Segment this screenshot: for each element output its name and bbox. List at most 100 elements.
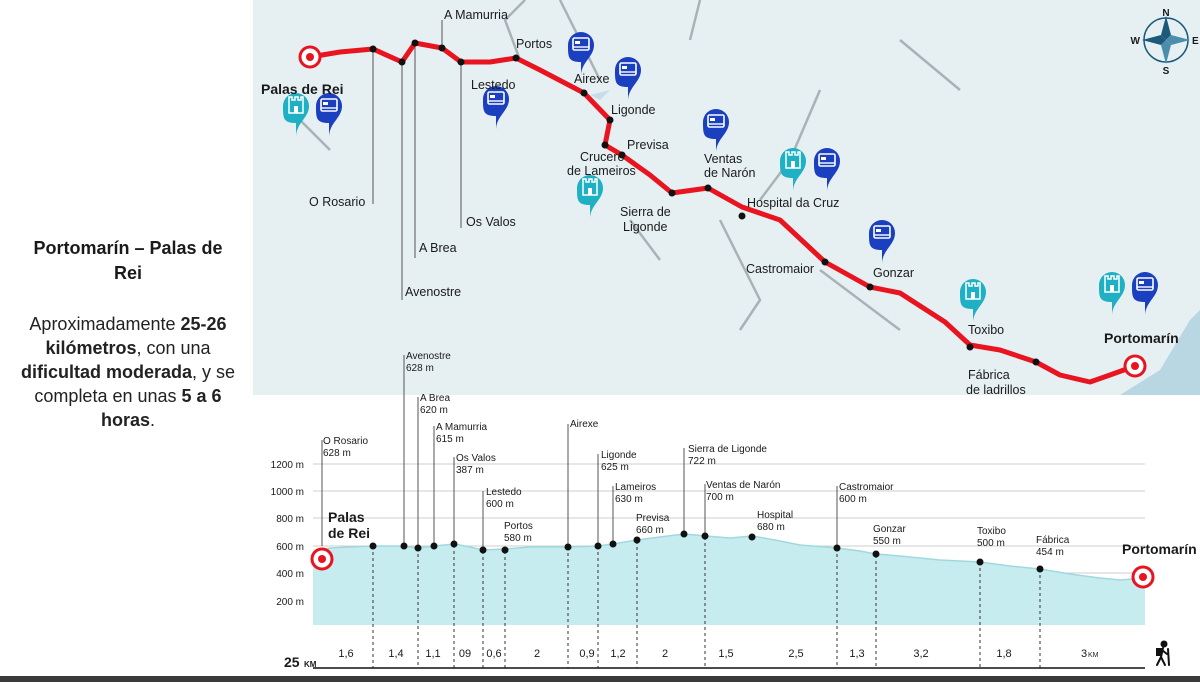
map-place-label: Ligonde bbox=[611, 103, 656, 117]
stage-description: Aproximadamente 25-26 kilómetros, con un… bbox=[20, 312, 236, 432]
profile-stop-dots bbox=[369, 530, 1044, 573]
profile-place-name: Lameiros bbox=[615, 482, 656, 493]
y-tick-label: 200 m bbox=[276, 597, 304, 608]
profile-place-elevation: 680 m bbox=[757, 522, 785, 533]
profile-leader-lines bbox=[321, 355, 838, 550]
profile-place-elevation: 630 m bbox=[615, 494, 643, 505]
map-place-label: Gonzar bbox=[873, 266, 914, 280]
profile-start-marker-icon bbox=[310, 547, 334, 571]
profile-place-elevation: 722 m bbox=[688, 456, 716, 467]
profile-place-elevation: 620 m bbox=[420, 405, 448, 416]
y-tick-label: 1000 m bbox=[271, 487, 304, 498]
map-place-label: Toxibo bbox=[968, 323, 1004, 337]
profile-place-name: Airexe bbox=[570, 419, 599, 430]
map-stop-dots bbox=[369, 39, 1040, 366]
desc-text-3: , y se completa en unas bbox=[34, 362, 236, 406]
compass-icon: N S E W bbox=[1131, 8, 1199, 77]
map-place-label: Sierra de bbox=[620, 205, 671, 219]
profile-end-marker-icon bbox=[1131, 565, 1155, 589]
compass-s: S bbox=[1163, 66, 1170, 77]
map-end-label: Portomarín bbox=[1104, 330, 1179, 346]
profile-start-label-2: de Rei bbox=[328, 525, 370, 541]
pond bbox=[590, 90, 610, 100]
route-line bbox=[307, 40, 1138, 385]
map-place-label: Crucero bbox=[580, 150, 625, 164]
desc-distance: 25-26 kilómetros bbox=[45, 314, 227, 358]
map-place-label: Castromaior bbox=[746, 262, 814, 276]
compass-e: E bbox=[1192, 36, 1199, 47]
desc-duration: 5 a 6 horas bbox=[100, 386, 222, 430]
y-tick-label: 800 m bbox=[276, 514, 304, 525]
end-marker-icon bbox=[1123, 354, 1147, 378]
distance-segment-label: 3,2 bbox=[913, 648, 928, 660]
map-start-label: Palas de Rei bbox=[261, 81, 344, 97]
map-place-label: Fábrica bbox=[968, 368, 1010, 382]
distance-segment-label: 1,2 bbox=[610, 648, 625, 660]
map-place-label: Avenostre bbox=[405, 285, 461, 299]
distance-segment-label: 09 bbox=[459, 648, 471, 660]
profile-place-elevation: 580 m bbox=[504, 533, 532, 544]
map-place-label: O Rosario bbox=[309, 195, 365, 209]
stage-info-panel: Portomarín – Palas de Rei Aproximadament… bbox=[0, 0, 253, 682]
distance-segment-label: 2 bbox=[534, 648, 540, 660]
map-place-label: Ventas bbox=[704, 152, 742, 166]
profile-place-elevation: 600 m bbox=[839, 494, 867, 505]
profile-place-elevation: 550 m bbox=[873, 536, 901, 547]
map-place-label: Lestedo bbox=[471, 78, 516, 92]
distance-unit: KM bbox=[304, 660, 317, 669]
y-tick-label: 1200 m bbox=[271, 460, 304, 471]
profile-place-elevation: 628 m bbox=[406, 363, 434, 374]
desc-text-2: , con una bbox=[136, 338, 211, 358]
profile-place-name: Portos bbox=[504, 521, 533, 532]
map-place-label: Previsa bbox=[627, 138, 669, 152]
distance-segment-label: 2 bbox=[662, 648, 668, 660]
profile-place-elevation: 600 m bbox=[486, 499, 514, 510]
profile-place-elevation: 387 m bbox=[456, 465, 484, 476]
map-place-label: de ladrillos bbox=[966, 383, 1026, 397]
hiker-icon bbox=[1156, 640, 1170, 666]
compass-n: N bbox=[1162, 8, 1169, 19]
start-marker-icon bbox=[298, 45, 322, 69]
profile-place-name: Sierra de Ligonde bbox=[688, 444, 767, 455]
profile-place-elevation: 628 m bbox=[323, 448, 351, 459]
profile-place-name: A Brea bbox=[420, 393, 450, 404]
profile-place-elevation: 454 m bbox=[1036, 547, 1064, 558]
profile-end-label: Portomarín bbox=[1122, 541, 1197, 557]
profile-place-name: Fábrica bbox=[1036, 535, 1070, 546]
map-place-label: Portos bbox=[516, 37, 552, 51]
distance-segment-label: 0,9 bbox=[579, 648, 594, 660]
profile-place-elevation: 700 m bbox=[706, 492, 734, 503]
stage-title: Portomarín – Palas de Rei bbox=[33, 238, 223, 283]
map-place-label: A Mamurria bbox=[444, 8, 508, 22]
distance-segment-label: 1,8 bbox=[996, 648, 1011, 660]
map-place-label: de Lameiros bbox=[567, 164, 636, 178]
profile-place-elevation: 625 m bbox=[601, 462, 629, 473]
distance-segment-label: 1,1 bbox=[425, 648, 440, 660]
profile-place-name: Os Valos bbox=[456, 453, 496, 464]
desc-text-1: Aproximadamente bbox=[29, 314, 176, 334]
map-place-label: Hospital da Cruz bbox=[747, 196, 839, 210]
desc-difficulty: dificultad moderada bbox=[20, 362, 192, 382]
y-tick-label: 400 m bbox=[276, 569, 304, 580]
profile-place-name: Gonzar bbox=[873, 524, 906, 535]
distance-segment-label: 1,5 bbox=[718, 648, 733, 660]
profile-place-name: Ligonde bbox=[601, 450, 637, 461]
profile-stop-dashes bbox=[372, 537, 1041, 668]
profile-place-name: A Mamurria bbox=[436, 422, 488, 433]
map-leader-lines bbox=[372, 20, 462, 300]
distance-segment-label: 1,4 bbox=[388, 648, 403, 660]
map-place-label: Os Valos bbox=[466, 215, 516, 229]
profile-place-name: Hospital bbox=[757, 510, 793, 521]
profile-place-name: Previsa bbox=[636, 513, 670, 524]
bottom-bar bbox=[0, 676, 1200, 682]
profile-place-name: Castromaior bbox=[839, 482, 894, 493]
map-place-label: Airexe bbox=[574, 72, 609, 86]
profile-place-elevation: 615 m bbox=[436, 434, 464, 445]
profile-place-elevation: 500 m bbox=[977, 538, 1005, 549]
profile-place-name: O Rosario bbox=[323, 436, 368, 447]
distance-segment-label: 1,3 bbox=[849, 648, 864, 660]
